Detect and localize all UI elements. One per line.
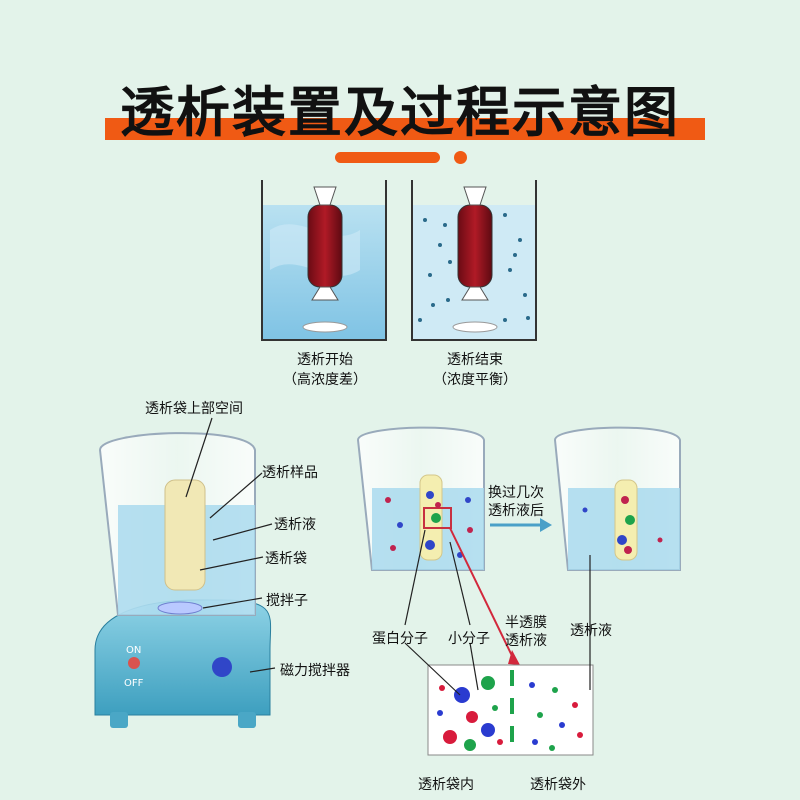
- label-upper-space: 透析袋上部空间: [145, 401, 243, 417]
- stir-bar: [157, 601, 203, 615]
- label-membrane-liquid: 透析液: [505, 633, 547, 649]
- molecule-dots: [385, 491, 663, 558]
- beaker-start: [261, 180, 387, 341]
- label-arrow-line2: 透析液后: [488, 503, 544, 519]
- process-leader-lines: [404, 529, 591, 696]
- label-stir-bar: 搅拌子: [266, 593, 308, 609]
- power-button-icon: [128, 657, 140, 669]
- label-arrow-line1: 换过几次: [488, 485, 544, 501]
- label-outside: 透析袋外: [530, 777, 586, 793]
- label-inside: 透析袋内: [418, 777, 474, 793]
- label-sample: 透析样品: [262, 465, 318, 481]
- apparatus-beaker: [98, 432, 256, 616]
- decor-dot: [454, 151, 467, 164]
- label-stirrer: 磁力搅拌器: [280, 663, 350, 679]
- leader-lines: [185, 417, 276, 673]
- page-title: 透析装置及过程示意图: [120, 81, 680, 144]
- label-membrane: 半透膜: [505, 615, 547, 631]
- label-on: ON: [126, 645, 142, 656]
- dialysis-bag-start: [307, 204, 343, 288]
- label-protein: 蛋白分子: [372, 631, 428, 647]
- label-dialysate: 透析液: [274, 517, 316, 533]
- stir-bar-end: [452, 321, 498, 333]
- decor-dash: [335, 152, 440, 163]
- title-underline-bar: [105, 118, 705, 140]
- process-arrow: [490, 518, 552, 532]
- dialysis-bag: [164, 479, 206, 591]
- zoom-box: [423, 507, 452, 529]
- caption-end: 透析结束 （浓度平衡）: [433, 352, 517, 388]
- dialysis-bag-end: [457, 204, 493, 288]
- caption-start: 透析开始 （高浓度差）: [283, 352, 367, 388]
- beaker-end: [411, 180, 537, 341]
- label-small: 小分子: [448, 631, 490, 647]
- speed-knob-icon: [212, 657, 232, 677]
- label-bag: 透析袋: [265, 551, 307, 567]
- label-off: OFF: [124, 678, 144, 689]
- process-beaker-2: [553, 426, 681, 571]
- membrane-zoom-panel: [427, 527, 594, 756]
- small-molecules-dispersed: [418, 213, 530, 322]
- label-dialysate-right: 透析液: [570, 623, 612, 639]
- stir-bar-start: [302, 321, 348, 333]
- magnetic-stirrer: [94, 599, 272, 728]
